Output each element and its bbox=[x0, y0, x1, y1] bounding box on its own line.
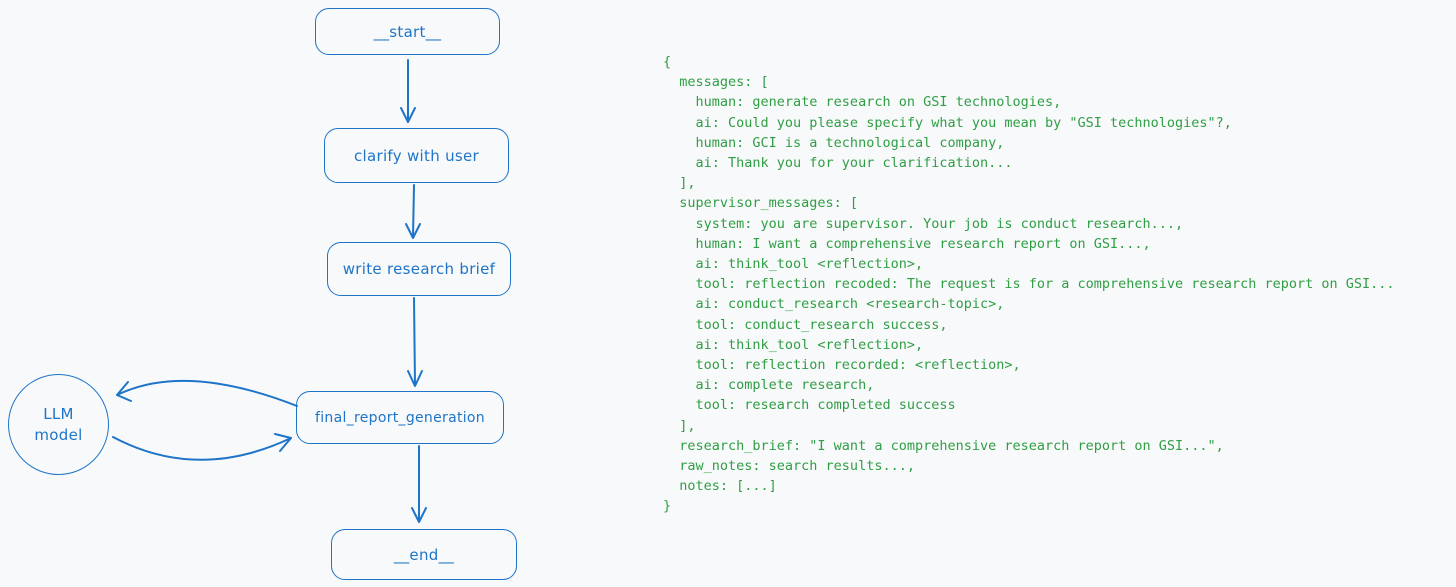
diagram-edges bbox=[112, 59, 427, 523]
diagram-canvas: __start__ clarify with user write resear… bbox=[0, 0, 600, 587]
node-start-label: __start__ bbox=[373, 22, 442, 41]
node-end-label: __end__ bbox=[393, 545, 455, 564]
state-json-line: tool: research completed success bbox=[663, 397, 956, 414]
edge-llm-to-final[interactable] bbox=[112, 433, 292, 461]
node-llm-model[interactable]: LLM model bbox=[8, 374, 109, 475]
state-json-line: human: GCI is a technological company, bbox=[663, 134, 1005, 151]
state-json-line: system: you are supervisor. Your job is … bbox=[663, 215, 1184, 232]
state-json-line: notes: [...] bbox=[663, 478, 777, 495]
node-clarify-with-user[interactable]: clarify with user bbox=[324, 128, 509, 183]
state-json-line: } bbox=[663, 498, 672, 515]
state-json-line: tool: reflection recorded: <reflection>, bbox=[663, 357, 1021, 374]
node-clarify-label: clarify with user bbox=[353, 146, 479, 165]
state-json-line: tool: conduct_research success, bbox=[663, 316, 948, 333]
edge-final-to-end[interactable] bbox=[411, 445, 427, 523]
state-json-line: tool: reflection recoded: The request is… bbox=[663, 276, 1395, 293]
node-final-report-generation[interactable]: final_report_generation bbox=[296, 391, 504, 444]
state-json-line: ai: think_tool <reflection>, bbox=[663, 336, 924, 353]
state-json-line: ai: complete research, bbox=[663, 377, 875, 394]
state-json-line: { bbox=[663, 54, 672, 70]
state-json-line: human: generate research on GSI technolo… bbox=[663, 94, 1062, 111]
state-json-line: research_brief: "I want a comprehensive … bbox=[663, 437, 1224, 454]
state-json-line: supervisor_messages: [ bbox=[663, 195, 859, 212]
state-json-line: messages: [ bbox=[663, 74, 769, 91]
edge-final-to-llm[interactable] bbox=[116, 379, 298, 407]
state-json-panel: { messages: [ human: generate research o… bbox=[663, 52, 1395, 517]
state-json-line: ai: Could you please specify what you me… bbox=[663, 114, 1232, 131]
state-json-line: ai: Thank you for your clarification... bbox=[663, 155, 1013, 172]
node-write-research-brief[interactable]: write research brief bbox=[327, 242, 511, 296]
node-brief-label: write research brief bbox=[342, 260, 496, 278]
state-json-line: ai: conduct_research <research-topic>, bbox=[663, 296, 1005, 313]
node-start[interactable]: __start__ bbox=[315, 8, 500, 55]
state-json-line: ], bbox=[663, 175, 696, 192]
edge-start-to-clarify[interactable] bbox=[400, 59, 416, 123]
edge-clarify-to-brief[interactable] bbox=[405, 184, 421, 239]
state-json-line: ], bbox=[663, 417, 696, 434]
node-llm-label-line1: LLM bbox=[43, 405, 74, 424]
state-json-line: ai: think_tool <reflection>, bbox=[663, 256, 924, 273]
node-end[interactable]: __end__ bbox=[331, 529, 517, 580]
node-final-label: final_report_generation bbox=[315, 409, 485, 426]
state-json-line: raw_notes: search results..., bbox=[663, 458, 915, 475]
edge-brief-to-final[interactable] bbox=[407, 297, 423, 387]
node-llm-label-line2: model bbox=[34, 425, 83, 444]
state-json-line: human: I want a comprehensive research r… bbox=[663, 235, 1151, 252]
